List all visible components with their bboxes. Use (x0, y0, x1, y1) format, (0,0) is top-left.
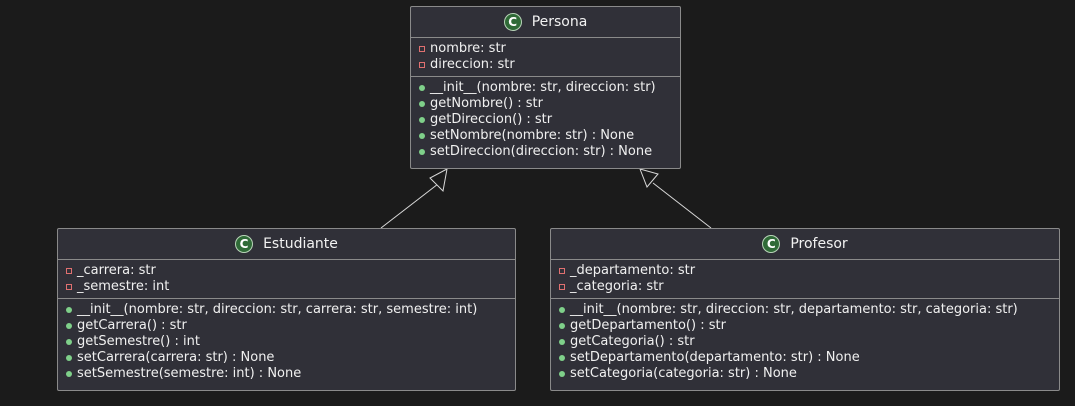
method-row: setNombre(nombre: str) : None (419, 128, 674, 144)
method-row: setDepartamento(departamento: str) : Non… (559, 350, 1053, 366)
class-c-icon: C (503, 13, 522, 31)
class-methods: __init__(nombre: str, direccion: str, ca… (58, 299, 515, 385)
field-text: _carrera: str (77, 263, 156, 278)
public-marker-icon (419, 101, 425, 107)
public-marker-icon (419, 85, 425, 91)
field-text: _categoria: str (570, 279, 664, 294)
private-marker-icon (66, 268, 72, 274)
public-marker-icon (66, 307, 72, 313)
method-text: __init__(nombre: str, direccion: str) (430, 80, 656, 95)
private-marker-icon (66, 284, 72, 290)
public-marker-icon (66, 339, 72, 345)
method-row: getSemestre() : int (66, 334, 509, 350)
private-marker-icon (419, 46, 425, 52)
method-text: getCarrera() : str (77, 318, 187, 333)
inheritance-arrowhead-profesor (639, 168, 659, 188)
public-marker-icon (419, 133, 425, 139)
class-fields: _carrera: str _semestre: int (58, 260, 515, 299)
method-row: setCategoria(categoria: str) : None (559, 366, 1053, 382)
class-header: C Estudiante (58, 229, 515, 260)
class-methods: __init__(nombre: str, direccion: str, de… (551, 299, 1059, 385)
method-row: setDireccion(direccion: str) : None (419, 144, 674, 160)
public-marker-icon (66, 323, 72, 329)
inheritance-line-estudiante (380, 183, 439, 229)
public-marker-icon (559, 339, 565, 345)
method-text: setCarrera(carrera: str) : None (77, 350, 275, 365)
class-estudiante[interactable]: C Estudiante _carrera: str _semestre: in… (57, 228, 516, 391)
class-fields: nombre: str direccion: str (411, 38, 680, 77)
private-marker-icon (419, 62, 425, 68)
method-row: getNombre() : str (419, 96, 674, 112)
class-profesor[interactable]: C Profesor _departamento: str _categoria… (550, 228, 1060, 391)
method-text: setSemestre(semestre: int) : None (77, 366, 302, 381)
field-text: _departamento: str (570, 263, 696, 278)
public-marker-icon (419, 149, 425, 155)
field-row: _semestre: int (66, 279, 509, 295)
method-text: getNombre() : str (430, 96, 544, 111)
class-c-icon: C (235, 235, 254, 253)
private-marker-icon (559, 284, 565, 290)
method-text: setNombre(nombre: str) : None (430, 128, 635, 143)
inheritance-arrowhead-estudiante (429, 168, 448, 193)
method-row: __init__(nombre: str, direccion: str, de… (559, 302, 1053, 318)
public-marker-icon (419, 117, 425, 123)
inheritance-line-profesor (652, 182, 712, 229)
method-text: getDireccion() : str (430, 112, 553, 127)
field-row: _carrera: str (66, 263, 509, 279)
class-persona[interactable]: C Persona nombre: str direccion: str __i… (410, 6, 681, 169)
method-row: getDepartamento() : str (559, 318, 1053, 334)
class-header: C Persona (411, 7, 680, 38)
field-row: direccion: str (419, 57, 674, 73)
method-text: setDireccion(direccion: str) : None (430, 144, 653, 159)
class-c-icon: C (762, 235, 781, 253)
public-marker-icon (66, 371, 72, 377)
field-row: _categoria: str (559, 279, 1053, 295)
method-row: __init__(nombre: str, direccion: str, ca… (66, 302, 509, 318)
method-text: setDepartamento(departamento: str) : Non… (570, 350, 860, 365)
method-text: getDepartamento() : str (570, 318, 726, 333)
method-row: setSemestre(semestre: int) : None (66, 366, 509, 382)
private-marker-icon (559, 268, 565, 274)
class-name: Persona (531, 14, 588, 30)
class-name: Profesor (790, 236, 848, 252)
field-text: _semestre: int (77, 279, 170, 294)
field-text: nombre: str (430, 41, 506, 56)
public-marker-icon (66, 355, 72, 361)
public-marker-icon (559, 307, 565, 313)
method-text: __init__(nombre: str, direccion: str, ca… (77, 302, 478, 317)
method-row: setCarrera(carrera: str) : None (66, 350, 509, 366)
class-header: C Profesor (551, 229, 1059, 260)
public-marker-icon (559, 323, 565, 329)
class-methods: __init__(nombre: str, direccion: str) ge… (411, 77, 680, 163)
field-text: direccion: str (430, 57, 515, 72)
method-text: setCategoria(categoria: str) : None (570, 366, 797, 381)
public-marker-icon (559, 371, 565, 377)
class-fields: _departamento: str _categoria: str (551, 260, 1059, 299)
class-name: Estudiante (263, 236, 338, 252)
field-row: nombre: str (419, 41, 674, 57)
method-row: __init__(nombre: str, direccion: str) (419, 80, 674, 96)
method-row: getDireccion() : str (419, 112, 674, 128)
method-text: getSemestre() : int (77, 334, 200, 349)
method-text: getCategoria() : str (570, 334, 695, 349)
public-marker-icon (559, 355, 565, 361)
method-row: getCategoria() : str (559, 334, 1053, 350)
field-row: _departamento: str (559, 263, 1053, 279)
method-row: getCarrera() : str (66, 318, 509, 334)
method-text: __init__(nombre: str, direccion: str, de… (570, 302, 1018, 317)
